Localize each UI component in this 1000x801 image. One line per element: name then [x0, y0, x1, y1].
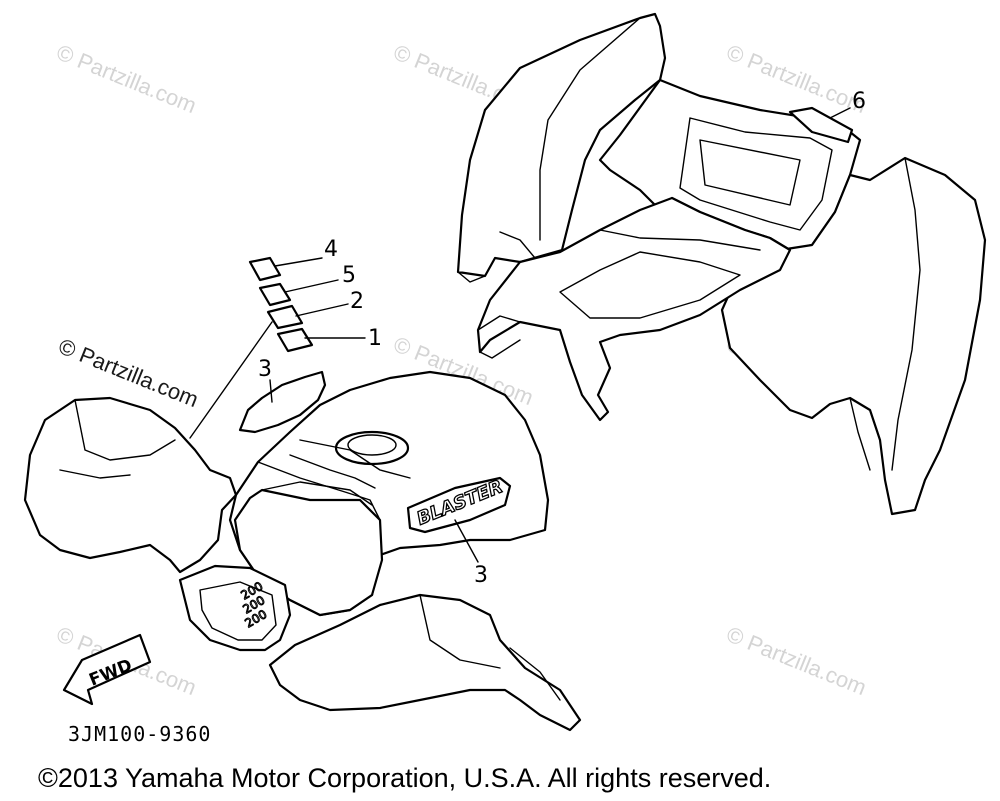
watermark-text: © Partzilla.com: [53, 39, 200, 118]
diagram-code: 3JM100-9360: [68, 722, 211, 746]
fwd-arrow: FWD: [62, 633, 152, 706]
rear-fender: [456, 12, 987, 516]
watermark-text: © Partzilla.com: [723, 621, 870, 700]
decal-3-upper: [238, 370, 327, 434]
decal-6: [788, 106, 854, 144]
callout-6: 6: [852, 89, 866, 114]
callout-3-lower: 3: [474, 563, 488, 588]
callout-1: 1: [368, 326, 382, 351]
callout-2: 2: [350, 289, 364, 314]
leader-lines: [189, 107, 851, 563]
copyright-text: ©2013 Yamaha Motor Corporation, U.S.A. A…: [38, 763, 771, 793]
callout-5: 5: [342, 263, 356, 288]
callout-3-upper: 3: [258, 357, 272, 382]
callouts: 4 5 2 1 3 3 6: [258, 89, 866, 588]
stacked-decals: [248, 256, 314, 353]
callout-4: 4: [324, 237, 338, 262]
front-fender: 200 200 200 BLASTER: [23, 370, 582, 732]
